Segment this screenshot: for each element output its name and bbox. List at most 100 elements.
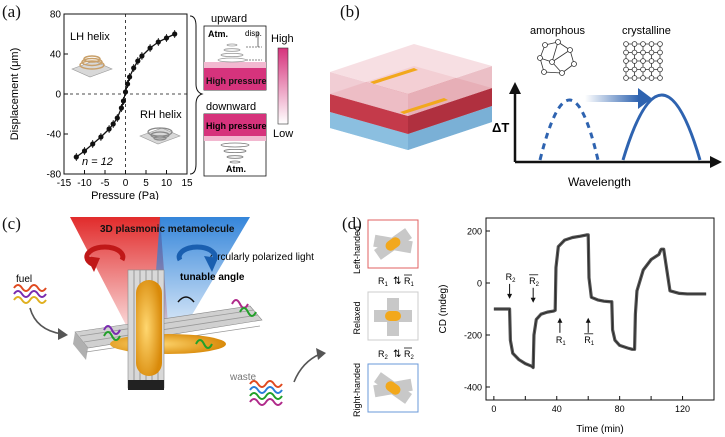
scale-low-label: Low: [273, 128, 293, 140]
x-tick-label: -5: [101, 178, 110, 189]
wavelength-label: Wavelength: [568, 175, 631, 189]
upward-label: upward: [211, 13, 247, 25]
dna-strands: [103, 299, 257, 349]
svg-text:⇅: ⇅: [393, 349, 401, 360]
lattice-atom: [631, 58, 638, 64]
n-label: n = 12: [82, 156, 113, 168]
y-tick-label: 0: [55, 90, 61, 101]
phase-change-diagram: ΔT Wavelength amorphous crystalline: [330, 25, 722, 189]
svg-text:R2: R2: [378, 349, 389, 361]
fuel-arrow: [29, 307, 63, 335]
scale-high-label: High: [271, 33, 294, 45]
cd-annotation-2: R2: [529, 274, 540, 303]
fuel-arrowhead: [58, 328, 68, 340]
lattice-atom: [657, 41, 663, 47]
lattice-atom: [657, 49, 663, 56]
tunable-angle-label: tunable angle: [180, 272, 245, 283]
wavelength-axis-arrow: [710, 156, 722, 168]
lattice-atom: [648, 58, 655, 64]
series-cd: [493, 233, 707, 370]
amorphous-label: amorphous: [530, 25, 586, 37]
fuel-label: fuel: [16, 274, 32, 285]
transition-arrow: [585, 95, 639, 102]
lattice-atom: [640, 41, 646, 47]
y-tick-label: -80: [47, 170, 62, 181]
cd-annotation-1: R2: [506, 272, 516, 299]
lattice-atom: [631, 49, 638, 56]
panel-label-d: (d): [342, 214, 362, 233]
left-handed-state-box: [367, 219, 419, 269]
right-handed-label: Right-handed: [352, 363, 362, 417]
lattice-atom: [623, 75, 629, 81]
lattice-atom: [631, 41, 638, 47]
lattice-atom: [623, 49, 629, 56]
lattice-atom: [631, 66, 638, 73]
red-rotation-arrow: [84, 244, 126, 267]
lattice-atom: [657, 66, 663, 73]
x-axis-label: Pressure (Pa): [91, 190, 159, 200]
waste-strands-icon: [249, 380, 283, 406]
red-rotation-arrowhead: [86, 256, 100, 272]
metamolecule-illustration: 3D plasmonic metamolecule circularly pol…: [13, 217, 326, 406]
lattice-atom: [648, 49, 655, 56]
waste-label: waste: [229, 372, 257, 383]
svg-text:R1: R1: [378, 276, 389, 288]
brace-bracket: [189, 15, 204, 175]
amorphous-lattice-icon: [537, 39, 577, 76]
y-tick-label: 200: [467, 227, 482, 237]
amorphous-curve: [538, 98, 600, 161]
lattice-atom: [623, 41, 629, 47]
delta-t-label: ΔT: [492, 120, 509, 135]
waste-arrow: [293, 353, 321, 383]
cd-annotation-label: R2: [529, 276, 540, 288]
cd-plot-frame: [485, 217, 715, 401]
gold-rod-vertical: [136, 280, 162, 376]
cd-annotation-label: R1: [584, 335, 595, 347]
upward-atm-label: Atm.: [208, 29, 228, 39]
device-stack-illustration: [330, 44, 492, 150]
right-handed-state-box: [367, 363, 419, 413]
lattice-atom: [640, 58, 646, 64]
cd-annotation-label: R2: [506, 272, 516, 284]
downward-label: downward: [206, 101, 256, 113]
waste-arrowhead: [316, 348, 326, 360]
lattice-atom: [648, 41, 655, 47]
panel-label-c: (c): [2, 214, 21, 233]
lattice-atom: [623, 66, 629, 73]
y-tick-label: -400: [464, 383, 482, 393]
transition-arrowhead: [638, 88, 652, 109]
rh-helix-label: RH helix: [140, 109, 182, 121]
x-tick-label: 40: [552, 404, 562, 414]
upward-high-pressure-label: High pressure: [206, 76, 267, 86]
x-tick-label: 5: [143, 178, 149, 189]
cd-trace-band: [493, 233, 707, 370]
left-handed-label: Left-handed: [352, 226, 362, 274]
crystalline-curve: [621, 93, 702, 161]
lattice-atom: [623, 58, 629, 64]
lattice-atom: [657, 58, 663, 64]
tunable-angle-arrow: [177, 296, 195, 303]
panel-label-a: (a): [2, 2, 21, 21]
x-tick-label: 0: [491, 404, 496, 414]
crystalline-lattice-icon: [623, 41, 663, 81]
relaxed-state-box: [367, 291, 419, 341]
y-tick-label: -200: [464, 331, 482, 341]
cd-annotation-4: R1: [584, 317, 595, 347]
lattice-atom: [631, 75, 638, 81]
cd-annotation-3: R1: [556, 317, 566, 347]
y-tick-label: 0: [477, 279, 482, 289]
cd-switching-panel: Left-handed R1 ⇅ R1 Relaxed R2 ⇅ R2 Righ…: [352, 217, 715, 435]
downward-atm-label: Atm.: [226, 164, 246, 174]
r1-switch-label: R1 ⇅ R1: [378, 274, 415, 288]
cd-trace-line: [493, 234, 707, 369]
x-tick-label: 10: [161, 178, 173, 189]
lh-helix-icon: [71, 55, 113, 78]
x-tick-label: 0: [123, 178, 129, 189]
disp-label: disp.: [245, 29, 262, 38]
y-tick-label: 80: [50, 10, 62, 21]
x-tick-label: 15: [181, 178, 193, 189]
svg-text:R2: R2: [404, 349, 415, 361]
lattice-atom: [640, 49, 646, 56]
